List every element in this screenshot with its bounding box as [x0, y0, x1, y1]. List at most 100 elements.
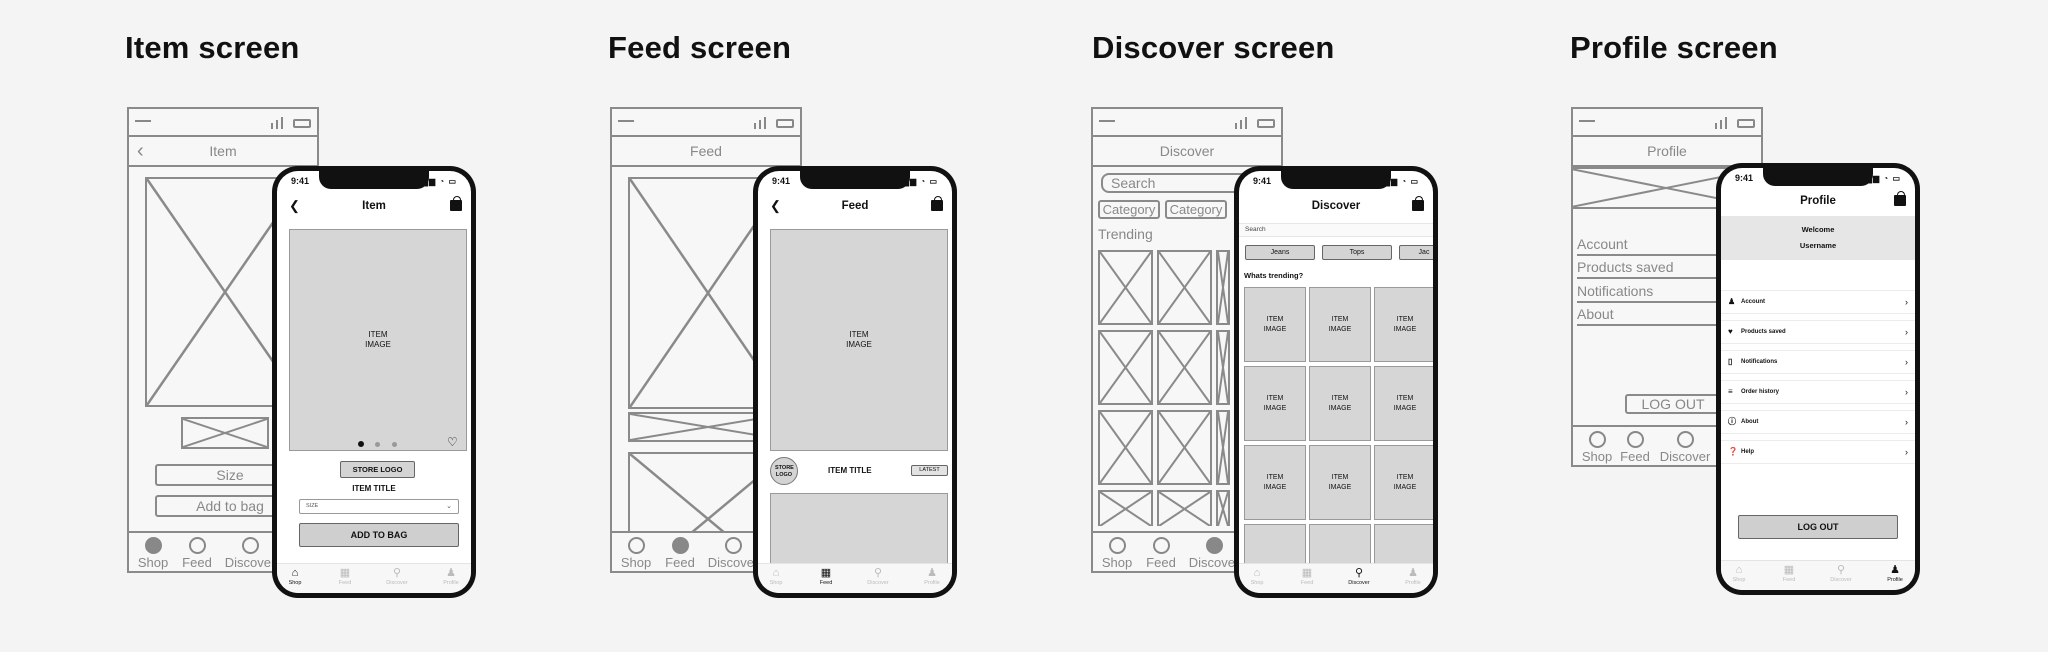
tab-discover[interactable]: ⚲Discover — [382, 567, 412, 586]
shopping-bag-icon[interactable] — [1412, 196, 1424, 211]
trending-item-tile[interactable] — [1244, 524, 1306, 564]
tab-shop[interactable]: ⌂Shop — [761, 567, 791, 586]
menu-item-account[interactable]: ♟Account› — [1721, 290, 1915, 314]
menu-item-label: Order history — [1741, 389, 1780, 395]
home-icon: ⌂ — [1253, 567, 1261, 579]
add-to-bag-button[interactable]: ADD TO BAG — [299, 523, 459, 547]
back-arrow-icon: ‹ — [137, 140, 144, 162]
chip-jeans[interactable]: Jeans — [1245, 245, 1315, 260]
carousel-dot[interactable] — [392, 442, 397, 447]
feed-phone-mockup: 9:41▂▄▆ ◔ ▭ ❮ Feed ITEM IMAGE STORE LOGO… — [753, 166, 957, 598]
chevron-right-icon: › — [1905, 297, 1908, 307]
tab-shop[interactable]: ⌂Shop — [280, 567, 310, 586]
tab-shop[interactable]: ⌂Shop — [1242, 567, 1272, 586]
sketch-logout-button: LOG OUT — [1625, 394, 1721, 414]
store-logo-button[interactable]: STORE LOGO — [340, 461, 415, 478]
chevron-right-icon: › — [1905, 387, 1908, 397]
trending-item-tile[interactable]: ITEM IMAGE — [1374, 445, 1433, 520]
back-arrow-icon[interactable]: ❮ — [770, 198, 781, 213]
sketch-trending-label: Trending — [1098, 226, 1153, 242]
trending-item-tile[interactable]: ITEM IMAGE — [1244, 445, 1306, 520]
welcome-banner: Welcome Username — [1721, 216, 1915, 260]
carousel-dot[interactable] — [358, 441, 364, 447]
discover-screen-title: Discover screen — [1092, 30, 1335, 65]
grid-icon: ▦ — [820, 567, 832, 579]
sketch-menu-notifications: Notifications — [1577, 283, 1763, 303]
signal-battery-icon: ▂▄▆ ◔ ▭ — [896, 177, 938, 186]
trending-item-tile[interactable]: ITEM IMAGE — [1309, 445, 1371, 520]
grid-icon: ▦ — [1301, 567, 1313, 579]
user-icon: ♟ — [1728, 297, 1736, 306]
item-image[interactable]: ITEM IMAGE — [289, 229, 467, 451]
sketch-logo-placeholder — [181, 417, 269, 449]
trending-item-tile[interactable]: ITEM IMAGE — [1244, 366, 1306, 441]
page-title: Discover — [1311, 200, 1361, 212]
menu-item-help[interactable]: ❓Help› — [1721, 440, 1915, 464]
menu-item-label: About — [1741, 419, 1759, 425]
page-title: Profile — [1800, 195, 1836, 207]
signal-battery-icon: ▂▄▆ ◔ ▭ — [1859, 174, 1901, 183]
trending-item-tile[interactable] — [1309, 524, 1371, 564]
trending-item-tile[interactable]: ITEM IMAGE — [1374, 366, 1433, 441]
tab-profile[interactable]: ♟Profile — [1880, 564, 1910, 583]
tab-feed[interactable]: ▦Feed — [1292, 567, 1322, 586]
sketch-header: ‹ Item — [129, 137, 317, 167]
size-select[interactable]: SIZE⌄ — [299, 499, 459, 514]
search-icon: ⚲ — [1836, 564, 1846, 576]
battery-icon — [776, 119, 794, 128]
back-arrow-icon[interactable]: ❮ — [289, 198, 300, 213]
tab-discover[interactable]: ⚲Discover — [863, 567, 893, 586]
chevron-right-icon: › — [1905, 327, 1908, 337]
menu-item-products-saved[interactable]: ♥Products saved› — [1721, 320, 1915, 344]
sketch-trending-tile — [1098, 250, 1153, 325]
tab-feed[interactable]: ▦Feed — [330, 567, 360, 586]
profile-wireframe-sketch: Profile Account Products saved Notificat… — [1571, 107, 1763, 467]
tab-profile[interactable]: ♟Profile — [1398, 567, 1428, 586]
home-icon: ⌂ — [1735, 564, 1743, 576]
home-icon: ⌂ — [772, 567, 780, 579]
logout-button[interactable]: LOG OUT — [1738, 515, 1898, 539]
chip-tops[interactable]: Tops — [1322, 245, 1392, 260]
chip-jackets[interactable]: Jac — [1399, 245, 1433, 260]
menu-item-notifications[interactable]: ▯Notifications› — [1721, 350, 1915, 374]
search-input[interactable]: Search — [1239, 223, 1433, 237]
sketch-menu-about: About — [1577, 306, 1763, 326]
shopping-bag-icon[interactable] — [1894, 191, 1906, 206]
sketch-category-chip: Category — [1098, 200, 1160, 219]
sketch-menu-products-saved: Products saved — [1577, 259, 1763, 279]
store-logo[interactable]: STORE LOGO — [770, 457, 798, 485]
tab-feed[interactable]: ▦Feed — [811, 567, 841, 586]
menu-item-order-history[interactable]: ≡Order history› — [1721, 380, 1915, 404]
trending-item-tile[interactable]: ITEM IMAGE — [1309, 287, 1371, 362]
profile-screen-title: Profile screen — [1570, 30, 1778, 65]
info-icon: ⓘ — [1728, 417, 1736, 426]
tab-shop[interactable]: ⌂Shop — [1724, 564, 1754, 583]
trending-heading: Whats trending? — [1244, 271, 1304, 280]
heart-icon[interactable]: ♡ — [447, 435, 458, 449]
carousel-dot[interactable] — [375, 442, 380, 447]
trending-item-tile[interactable] — [1374, 524, 1433, 564]
shopping-bag-icon[interactable] — [450, 196, 462, 211]
item-image[interactable]: ITEM IMAGE — [770, 229, 948, 451]
shopping-bag-icon[interactable] — [931, 196, 943, 211]
page-title: Feed — [841, 200, 869, 212]
sketch-trending-tile — [1157, 490, 1212, 526]
item-image[interactable] — [770, 493, 948, 573]
tab-profile[interactable]: ♟Profile — [917, 567, 947, 586]
sketch-category-chip: Category — [1165, 200, 1227, 219]
trending-item-tile[interactable]: ITEM IMAGE — [1374, 287, 1433, 362]
chevron-right-icon: › — [1905, 357, 1908, 367]
tab-discover[interactable]: ⚲Discover — [1344, 567, 1374, 586]
sketch-status-bar — [129, 109, 317, 137]
menu-item-label: Products saved — [1741, 329, 1786, 335]
grid-icon: ▦ — [339, 567, 351, 579]
chevron-right-icon: › — [1905, 447, 1908, 457]
trending-item-tile[interactable]: ITEM IMAGE — [1244, 287, 1306, 362]
trending-item-tile[interactable]: ITEM IMAGE — [1309, 366, 1371, 441]
tab-profile[interactable]: ♟Profile — [436, 567, 466, 586]
user-icon: ♟ — [446, 567, 456, 579]
sketch-trending-tile — [1216, 410, 1230, 485]
tab-discover[interactable]: ⚲Discover — [1826, 564, 1856, 583]
tab-feed[interactable]: ▦Feed — [1774, 564, 1804, 583]
